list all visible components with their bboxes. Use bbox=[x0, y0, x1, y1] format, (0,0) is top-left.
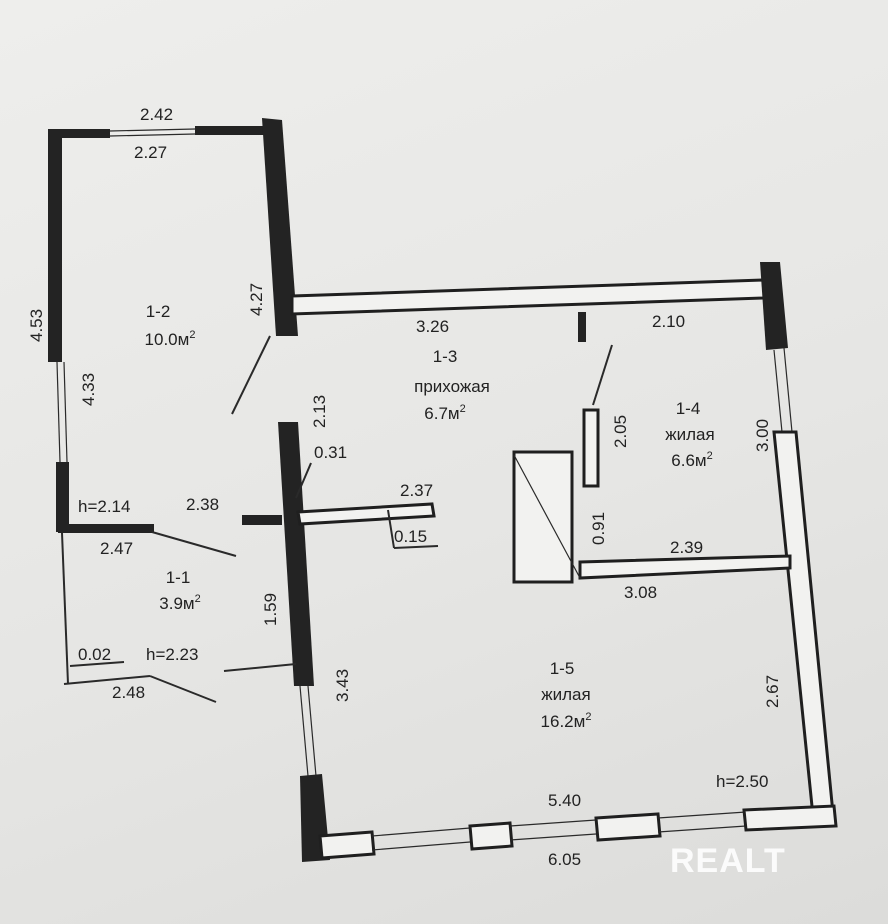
dim-210: 2.10 bbox=[652, 312, 685, 331]
window-r12-top-inner bbox=[109, 133, 196, 137]
wall-bottom-seg4 bbox=[742, 804, 838, 832]
window-bottom-2 bbox=[509, 819, 597, 827]
room-r11-area: 3.9м2 bbox=[159, 593, 200, 613]
dim-237: 2.37 bbox=[400, 481, 433, 500]
wall-r11-right-stub bbox=[223, 663, 297, 672]
wall-r12-left-upper bbox=[48, 130, 62, 362]
window-right-inner bbox=[783, 347, 793, 433]
room-r14-id: 1-4 bbox=[676, 399, 701, 418]
room-r12-id: 1-2 bbox=[146, 302, 171, 321]
dim-427: 4.27 bbox=[247, 283, 266, 316]
dim-031: 0.31 bbox=[314, 443, 347, 462]
wall-left-stub bbox=[242, 515, 282, 525]
wall-r12-right bbox=[262, 118, 298, 336]
dim-242: 2.42 bbox=[140, 105, 173, 124]
wall-bottom-seg1 bbox=[318, 830, 376, 860]
room-r15-area: 16.2м2 bbox=[541, 711, 592, 731]
wall-top-hall bbox=[290, 278, 766, 316]
wall-r12-top-right bbox=[195, 126, 265, 135]
dim-343: 3.43 bbox=[333, 669, 352, 702]
dim-002: 0.02 bbox=[78, 645, 111, 664]
wall-bottom-seg2 bbox=[468, 821, 514, 851]
watermark-realt: REALT bbox=[670, 842, 786, 880]
dim-arrow-015 bbox=[387, 509, 395, 549]
wall-r11-left bbox=[61, 532, 69, 685]
dim-arrow-031 bbox=[295, 462, 312, 499]
wall-bottom-seg3 bbox=[594, 812, 662, 842]
dim-205: 2.05 bbox=[611, 415, 630, 448]
room-r13-id: 1-3 bbox=[433, 347, 458, 366]
window-bottom-1-inner bbox=[371, 841, 471, 851]
dim-605: 6.05 bbox=[548, 850, 581, 869]
window-bottom-left bbox=[299, 685, 309, 777]
dim-247: 2.47 bbox=[100, 539, 133, 558]
room-r13-name: прихожая bbox=[414, 377, 490, 396]
window-r12-top bbox=[109, 128, 196, 132]
dim-h214: h=2.14 bbox=[78, 497, 130, 516]
dim-433: 4.33 bbox=[79, 373, 98, 406]
door-r14 bbox=[592, 344, 613, 406]
wall-r12-left-lower bbox=[56, 462, 69, 532]
wall-top-right-corner bbox=[760, 262, 788, 350]
window-bottom-3-inner bbox=[657, 825, 747, 833]
dim-h250: h=2.50 bbox=[716, 772, 768, 791]
dim-239: 2.39 bbox=[670, 538, 703, 557]
room-r13-area: 6.7м2 bbox=[424, 403, 465, 423]
dim-015: 0.15 bbox=[394, 527, 427, 546]
room-r11-id: 1-1 bbox=[166, 568, 191, 587]
door-r11-top bbox=[151, 531, 237, 557]
window-bottom-2-inner bbox=[509, 833, 597, 841]
dim-213: 2.13 bbox=[310, 395, 329, 428]
room-r14-name: жилая bbox=[665, 425, 714, 444]
dim-300: 3.00 bbox=[753, 419, 772, 452]
wall-stub-top bbox=[578, 312, 586, 342]
room-r12-area: 10.0м2 bbox=[145, 329, 196, 349]
window-bottom-left-inner bbox=[307, 685, 317, 777]
wardrobe bbox=[512, 450, 574, 584]
wall-right bbox=[772, 430, 836, 828]
wall-r12-bottom bbox=[58, 524, 154, 533]
wardrobe-diagonal bbox=[513, 454, 581, 579]
window-r12-left bbox=[56, 361, 61, 463]
dim-227: 2.27 bbox=[134, 143, 167, 162]
dim-326: 3.26 bbox=[416, 317, 449, 336]
dim-540: 5.40 bbox=[548, 791, 581, 810]
room-r15-id: 1-5 bbox=[550, 659, 575, 678]
room-r14-area: 6.6м2 bbox=[671, 450, 712, 470]
room-r15-name: жилая bbox=[541, 685, 590, 704]
window-right bbox=[773, 349, 783, 433]
wall-r11-bottom bbox=[63, 675, 151, 685]
window-bottom-1 bbox=[371, 827, 471, 837]
door-r11-bottom bbox=[149, 675, 217, 703]
dim-267: 2.67 bbox=[763, 675, 782, 708]
dim-159: 1.59 bbox=[261, 593, 280, 626]
window-bottom-3 bbox=[657, 811, 747, 819]
window-r12-left-inner bbox=[63, 361, 68, 463]
wall-r14-bottom bbox=[578, 554, 792, 580]
wall-r12-top-left bbox=[48, 129, 110, 138]
dim-238: 2.38 bbox=[186, 495, 219, 514]
dim-line-015 bbox=[393, 545, 439, 549]
dim-453: 4.53 bbox=[27, 309, 46, 342]
wall-central bbox=[278, 422, 314, 686]
dim-248: 2.48 bbox=[112, 683, 145, 702]
wall-central-stub bbox=[296, 502, 436, 526]
dim-h223: h=2.23 bbox=[146, 645, 198, 664]
dim-line-002 bbox=[69, 661, 125, 667]
dim-091: 0.91 bbox=[589, 512, 608, 545]
door-r12 bbox=[231, 335, 271, 415]
wall-r14-left bbox=[582, 408, 600, 488]
dim-308: 3.08 bbox=[624, 583, 657, 602]
